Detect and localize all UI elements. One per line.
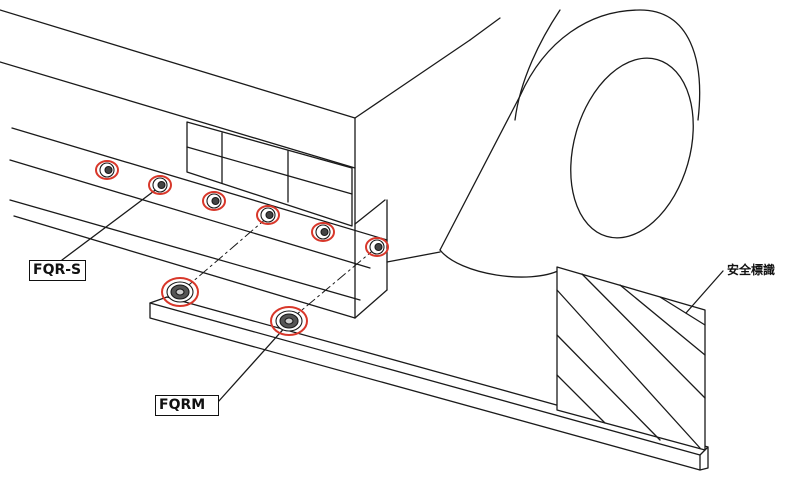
leader-line-safety xyxy=(685,270,724,314)
fastener-large xyxy=(161,277,199,307)
bumper-beam xyxy=(149,296,709,471)
fastener xyxy=(256,205,280,225)
label-fqrm: FQRM xyxy=(155,395,219,416)
fasteners-small xyxy=(95,160,389,257)
tire xyxy=(386,9,701,278)
fastener xyxy=(148,175,172,195)
label-safety-sign: 安全標識 xyxy=(727,263,776,277)
label-fqr-s: FQR-S xyxy=(29,260,86,281)
leader-line-fqrs xyxy=(61,187,159,261)
fastener-large xyxy=(270,306,308,336)
rear-frame xyxy=(9,127,388,319)
leader-line-fqrm xyxy=(217,323,289,403)
fasteners-large xyxy=(161,277,308,336)
fastener xyxy=(202,191,226,211)
safety-sign-panel xyxy=(556,266,706,451)
cargo-box xyxy=(0,9,471,225)
fastener xyxy=(95,160,119,180)
mudflap-panel xyxy=(186,121,353,227)
fastener xyxy=(311,222,335,242)
fastener xyxy=(365,237,389,257)
alignment-lines xyxy=(182,216,377,321)
